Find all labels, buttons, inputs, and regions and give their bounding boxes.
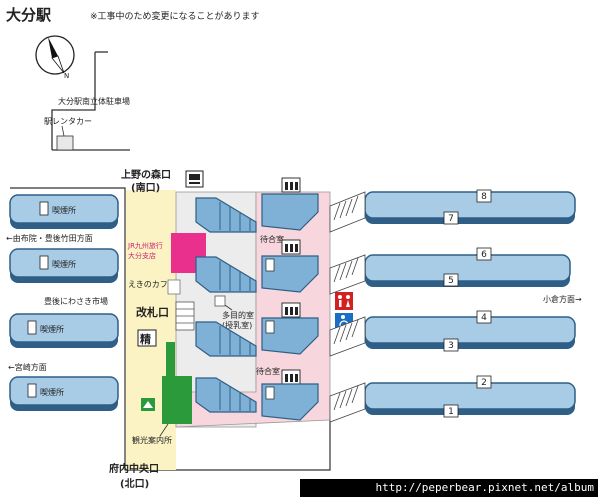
cafe-label: えきのカフェ	[128, 280, 176, 289]
bus-icon	[185, 170, 204, 188]
right-platform-78	[329, 191, 576, 233]
smoking-area-icon	[27, 383, 37, 398]
direction-kokura: 小倉方面→	[543, 294, 582, 304]
parking-area: 大分駅南立体駐車場 駅レンタカー	[44, 51, 130, 151]
platform-number-7: 7	[443, 211, 459, 225]
right-platform-56	[329, 254, 571, 295]
escalator	[195, 321, 257, 357]
ticket-gate	[175, 301, 195, 331]
north-exit-label: 府内中央口	[109, 462, 159, 475]
svg-text:8: 8	[481, 192, 487, 202]
multi-room	[214, 295, 226, 307]
elevator-icon	[281, 302, 301, 318]
south-exit-label: 上野の森口	[121, 168, 171, 181]
platform-number-1: 1	[443, 404, 459, 418]
escalator	[195, 377, 257, 413]
platform-number-4: 4	[476, 310, 492, 324]
smoking-area-icon	[27, 320, 37, 335]
svg-text:7: 7	[448, 214, 454, 224]
left-platform: 喫煙所	[9, 376, 119, 411]
platform-number-5: 5	[443, 273, 459, 287]
nursing-room-label: (授乳室)	[222, 320, 252, 330]
south-exit-sublabel: (南口)	[131, 181, 160, 194]
svg-text:5: 5	[448, 276, 454, 286]
tourist-info-office	[162, 376, 192, 424]
left-platform: 喫煙所	[9, 248, 119, 283]
escalator	[195, 197, 257, 233]
direction-yufuin: ←由布院・豊後竹田方面	[6, 233, 93, 243]
rental-car-label: 駅レンタカー	[44, 117, 92, 126]
svg-text:3: 3	[448, 341, 454, 351]
smoking-label-3: 喫煙所	[40, 324, 64, 334]
platform-number-8: 8	[476, 189, 492, 203]
multi-room-label: 多目的室	[222, 310, 254, 320]
tourist-info-label: 観光案内所	[132, 435, 172, 445]
ticket-gate-label: 改札口	[136, 305, 169, 319]
waiting-room-2-label: 待合室	[256, 366, 280, 376]
station-outline	[10, 187, 331, 471]
platform-number-3: 3	[443, 338, 459, 352]
smoking-area-icon	[39, 255, 49, 270]
compass-icon: N	[35, 35, 75, 80]
rental-car-office	[56, 135, 74, 151]
svg-text:1: 1	[448, 407, 454, 417]
wakisaki-market-label: 豊後にわさき市場	[44, 296, 108, 306]
parking-label: 大分駅南立体駐車場	[58, 96, 130, 106]
elevator-icon	[281, 239, 301, 255]
watermark: http://peperbear.pixnet.net/album	[300, 479, 598, 497]
smoking-label-2: 喫煙所	[52, 259, 76, 269]
platform-number-2: 2	[476, 375, 492, 389]
compass-north-label: N	[64, 72, 69, 80]
right-platform-34	[329, 316, 576, 357]
svg-text:精: 精	[140, 332, 151, 346]
toilet-icon	[335, 292, 353, 310]
direction-miyazaki: ←宮崎方面	[8, 362, 47, 372]
cafe-counter	[167, 279, 181, 295]
svg-text:2: 2	[481, 378, 487, 388]
left-platform: 喫煙所	[9, 313, 119, 348]
svg-text:6: 6	[481, 250, 487, 260]
elevator-icon	[281, 369, 301, 385]
elevator-icon	[281, 177, 301, 193]
tourist-info-corridor	[166, 342, 175, 377]
smoking-area-icon	[39, 201, 49, 216]
smoking-label-1: 喫煙所	[52, 205, 76, 215]
platform-number-6: 6	[476, 247, 492, 261]
waiting-room-1-label: 待合室	[260, 234, 284, 244]
jr-travel-label: JR九州旅行	[127, 241, 163, 250]
stair-landing	[261, 193, 319, 421]
smoking-label-4: 喫煙所	[40, 387, 64, 397]
jr-travel-branch-label: 大分支店	[128, 251, 156, 260]
svg-text:4: 4	[481, 313, 487, 323]
left-platform: 喫煙所	[9, 194, 119, 229]
escalator	[195, 256, 257, 293]
construction-notice: ※工事中のため変更になることがあります	[90, 10, 260, 22]
north-exit-sublabel: (北口)	[120, 477, 149, 490]
tourist-info-icon	[141, 398, 155, 411]
fare-adjustment-icon: 精	[137, 329, 157, 347]
station-title: 大分駅	[6, 6, 52, 24]
right-platform-12	[329, 382, 576, 423]
